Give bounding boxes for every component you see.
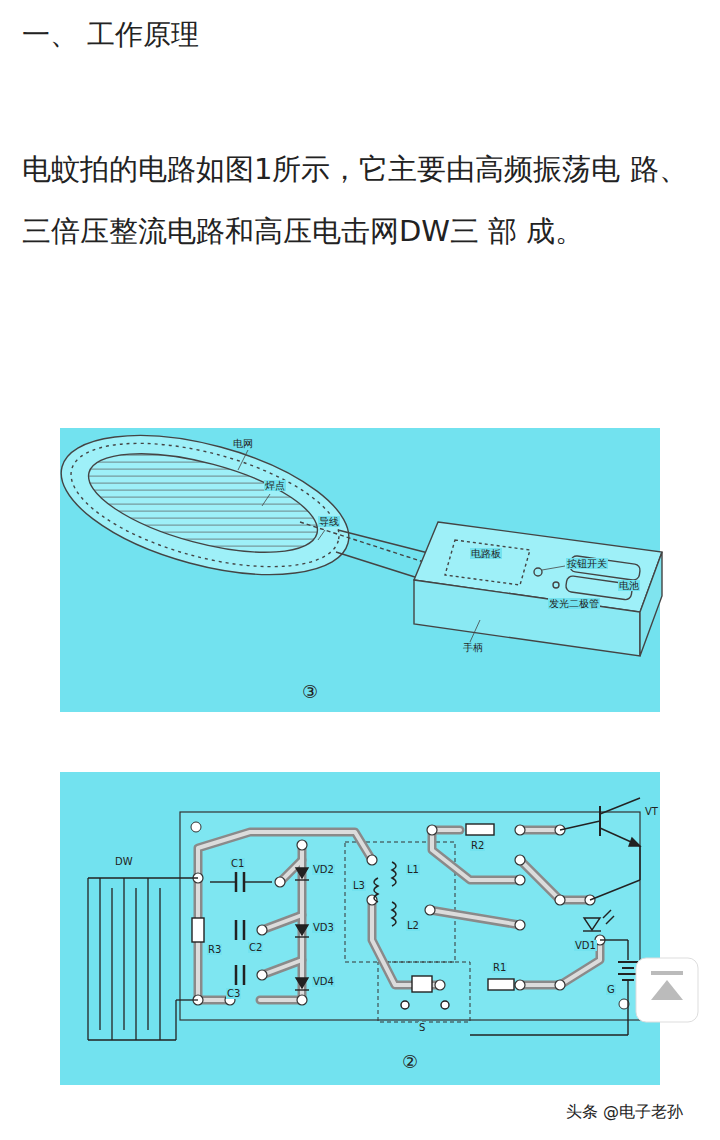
part-label: 发光二极管 xyxy=(548,598,600,609)
component-label: R1 xyxy=(492,962,507,973)
component-label: DW xyxy=(114,856,134,867)
component-label: C2 xyxy=(248,942,263,953)
part-label: 电池 xyxy=(618,580,640,591)
racket-drawing xyxy=(47,409,662,656)
part-label: 焊点 xyxy=(264,480,286,491)
heading: 一、 工作原理 xyxy=(22,16,199,54)
component-label: C3 xyxy=(226,988,241,999)
circuit-board xyxy=(88,798,640,1040)
component-label: VD4 xyxy=(312,976,335,987)
component-label: VT xyxy=(644,806,659,817)
component-label: S xyxy=(418,1022,426,1033)
watermark: 头条 @电子老孙 xyxy=(566,1102,683,1123)
figure-number: ③ xyxy=(301,682,319,702)
component-label: R2 xyxy=(470,840,485,851)
part-label: 导线 xyxy=(318,516,340,527)
component-label: L1 xyxy=(406,864,420,875)
part-label: 按钮开关 xyxy=(566,558,608,569)
component-label: VD1 xyxy=(574,940,597,951)
component-label: L2 xyxy=(406,920,420,931)
component-label: L3 xyxy=(352,880,366,891)
part-label: 手柄 xyxy=(462,642,484,653)
figure-number: ② xyxy=(401,1052,419,1072)
figure-panel xyxy=(60,772,660,1085)
component-label: VD3 xyxy=(312,922,335,933)
component-label: G xyxy=(606,984,616,995)
body-text: 电蚊拍的电路如图1所示，它主要由高频振荡电 路、三倍压整流电路和高压电击网DW三… xyxy=(22,138,692,262)
part-label: 电路板 xyxy=(470,548,502,559)
component-label: VD2 xyxy=(312,864,335,875)
component-label: R3 xyxy=(207,944,222,955)
scroll-top-button xyxy=(636,958,698,1022)
part-label: 电网 xyxy=(232,438,254,449)
component-label: C1 xyxy=(230,858,245,869)
